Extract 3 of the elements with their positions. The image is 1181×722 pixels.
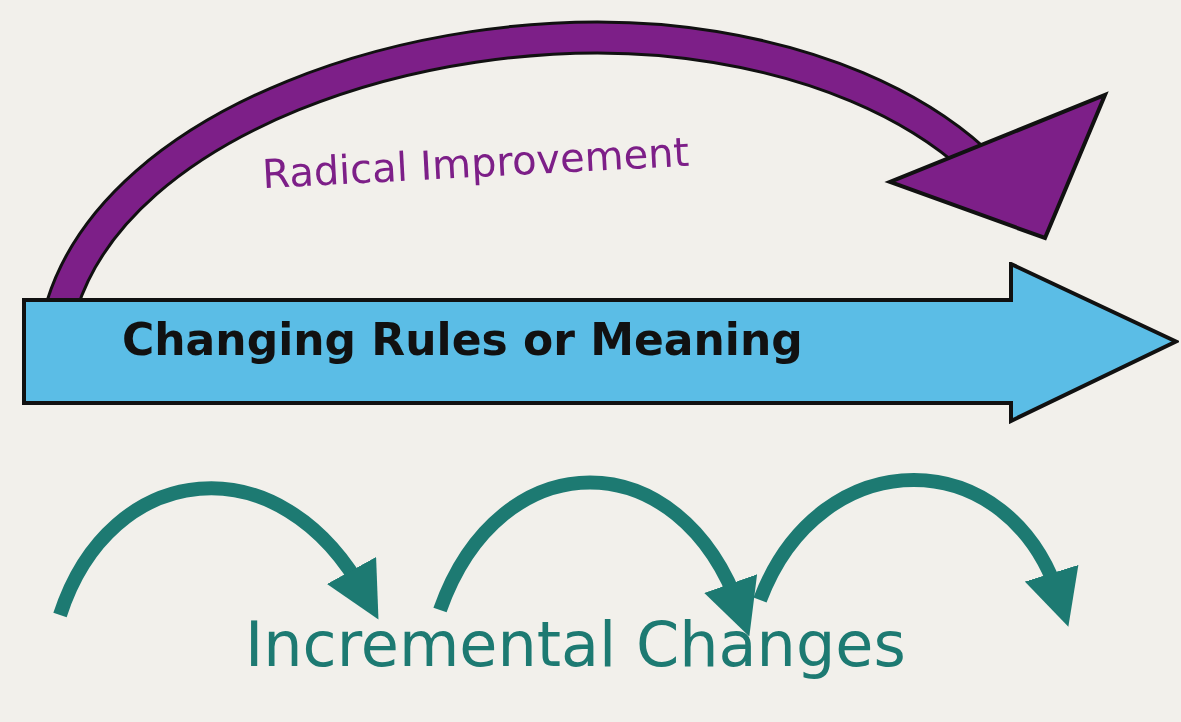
caption-text: Incremental Changes — [245, 608, 906, 681]
arrow-label: Changing Rules or Meaning — [122, 314, 803, 365]
caption-text: Radical Improvement — [261, 128, 691, 198]
